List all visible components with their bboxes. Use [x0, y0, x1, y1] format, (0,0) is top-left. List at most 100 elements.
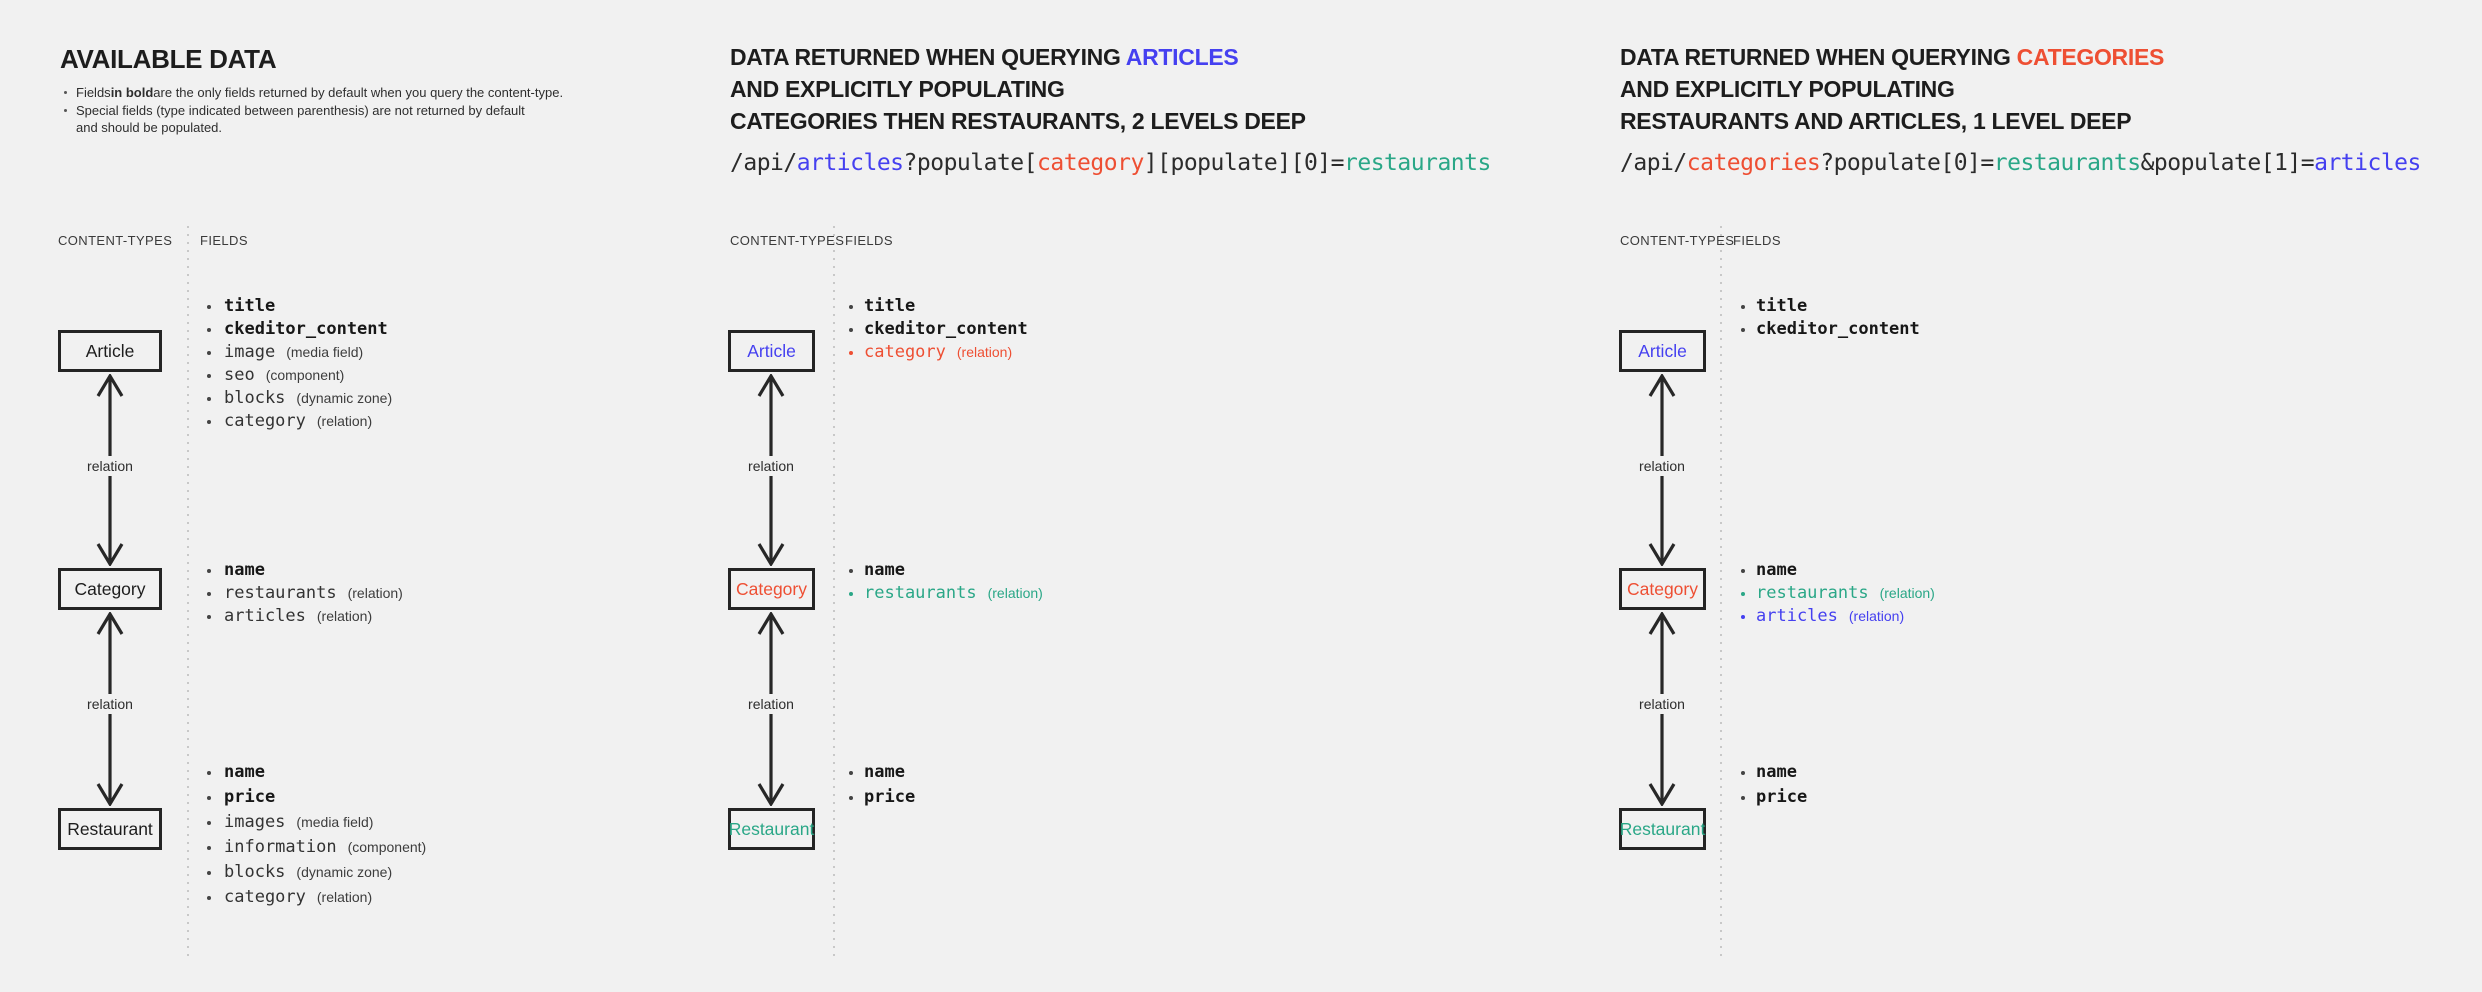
entity-box-label: Category — [1626, 578, 1698, 599]
field-row: images (media field) — [207, 812, 373, 833]
note-text: in bold — [110, 85, 154, 100]
field-row: articles(relation) — [1741, 606, 1904, 627]
content-types-label: CONTENT-TYPES — [1620, 233, 1735, 248]
field-annotation: (relation) — [347, 585, 403, 601]
field-bullet-dot — [207, 820, 211, 825]
note-bullet-dot — [64, 108, 67, 112]
entity-box-label: Restaurant — [728, 818, 815, 839]
content-types-label: CONTENT-TYPES — [730, 233, 845, 248]
entity-box-label: Restaurant — [1619, 818, 1706, 839]
relation-label: relation — [83, 456, 137, 476]
field-annotation: (media field) — [286, 344, 364, 360]
relation-label: relation — [83, 694, 137, 714]
field-row: title — [207, 296, 275, 317]
field-name: restaurants — [1756, 583, 1869, 603]
field-name: category — [224, 411, 306, 431]
entity-box-label: Article — [747, 340, 796, 361]
entity-box-label: Article — [85, 340, 135, 361]
field-bullet-dot — [1741, 795, 1745, 800]
column-divider — [1720, 226, 1722, 958]
note-text: are the only fields returned by default … — [153, 85, 564, 100]
field-bullet-dot — [849, 770, 853, 775]
field-name: name — [224, 560, 265, 580]
field-name: ckeditor_content — [864, 319, 1028, 339]
field-row: name — [849, 762, 905, 783]
field-annotation: (media field) — [296, 814, 374, 830]
fields-label: FIELDS — [200, 233, 248, 248]
column-divider — [187, 226, 189, 958]
panel-title-line: AVAILABLE DATA — [60, 44, 277, 75]
field-row: information(component) — [207, 837, 426, 858]
field-bullet-dot — [207, 591, 211, 596]
field-bullet-dot — [1741, 327, 1745, 332]
field-row: title — [1741, 296, 1807, 317]
panel-title-line: CATEGORIES THEN RESTAURANTS, 2 LEVELS DE… — [730, 108, 1306, 135]
field-bullet-dot — [207, 327, 211, 332]
field-row: name — [849, 560, 905, 581]
entity-box-category: Category — [1619, 568, 1706, 610]
field-bullet-dot — [207, 304, 211, 309]
field-row: name — [1741, 762, 1797, 783]
content-types-label: CONTENT-TYPES — [58, 233, 173, 248]
field-row: name — [1741, 560, 1797, 581]
api-segment: articles — [796, 150, 904, 176]
field-name: information — [224, 837, 337, 857]
field-name: title — [864, 296, 916, 316]
field-row: blocks(dynamic zone) — [207, 862, 392, 883]
panel-title-line: DATA RETURNED WHEN QUERYING CATEGORIES — [1620, 44, 2164, 71]
title-segment: AND EXPLICITLY POPULATING — [730, 76, 1065, 102]
note-item: Special fields (type indicated between p… — [64, 102, 525, 119]
field-name: price — [224, 787, 276, 807]
field-bullet-dot — [849, 568, 853, 573]
field-bullet-dot — [1741, 614, 1745, 619]
field-row: restaurants(relation) — [1741, 583, 1935, 604]
note-text: and should be populated. — [76, 120, 223, 135]
api-segment: &populate[1]= — [2140, 150, 2315, 176]
field-name: name — [864, 560, 905, 580]
field-bullet-dot — [849, 327, 853, 332]
field-bullet-dot — [207, 419, 211, 424]
entity-box-restaurant: Restaurant — [1619, 808, 1706, 850]
field-bullet-dot — [207, 373, 211, 378]
entity-box-category: Category — [728, 568, 815, 610]
field-bullet-dot — [1741, 591, 1745, 596]
field-row: category (relation) — [207, 411, 372, 432]
field-row: restaurants(relation) — [207, 583, 403, 604]
title-segment: CATEGORIES THEN RESTAURANTS, 2 LEVELS DE… — [730, 108, 1306, 134]
field-bullet-dot — [207, 350, 211, 355]
field-name: images — [224, 812, 286, 832]
relation-label: relation — [1635, 694, 1689, 714]
entity-box-label: Article — [1638, 340, 1687, 361]
field-name: ckeditor_content — [224, 319, 388, 339]
field-name: name — [224, 762, 265, 782]
field-row: name — [207, 560, 265, 581]
api-segment: restaurants — [1993, 150, 2141, 176]
field-bullet-dot — [207, 845, 211, 850]
field-annotation: (relation) — [987, 585, 1043, 601]
field-bullet-dot — [207, 770, 211, 775]
field-annotation: (relation) — [316, 413, 373, 429]
title-segment: ARTICLES — [1125, 44, 1239, 70]
entity-box-article: Article — [728, 330, 815, 372]
api-segment: category — [1037, 150, 1144, 176]
field-name: image — [224, 342, 276, 362]
field-row: seo (component) — [207, 365, 344, 386]
column-divider — [833, 226, 835, 958]
relation-label: relation — [744, 456, 798, 476]
api-segment: /api/ — [730, 150, 797, 176]
field-name: restaurants — [864, 583, 977, 603]
relation-label: relation — [744, 694, 798, 714]
field-row: blocks(dynamic zone) — [207, 388, 392, 409]
field-bullet-dot — [1741, 304, 1745, 309]
field-row: restaurants (relation) — [849, 583, 1043, 604]
field-name: seo — [224, 365, 255, 385]
note-item: and should be populated. — [64, 119, 222, 136]
field-bullet-dot — [849, 304, 853, 309]
field-bullet-dot — [207, 396, 211, 401]
field-annotation: (component) — [265, 367, 345, 383]
api-segment: ][populate][0]= — [1143, 150, 1345, 176]
note-text: Special fields (type indicated between p… — [76, 102, 525, 118]
field-row: price — [1741, 787, 1807, 808]
